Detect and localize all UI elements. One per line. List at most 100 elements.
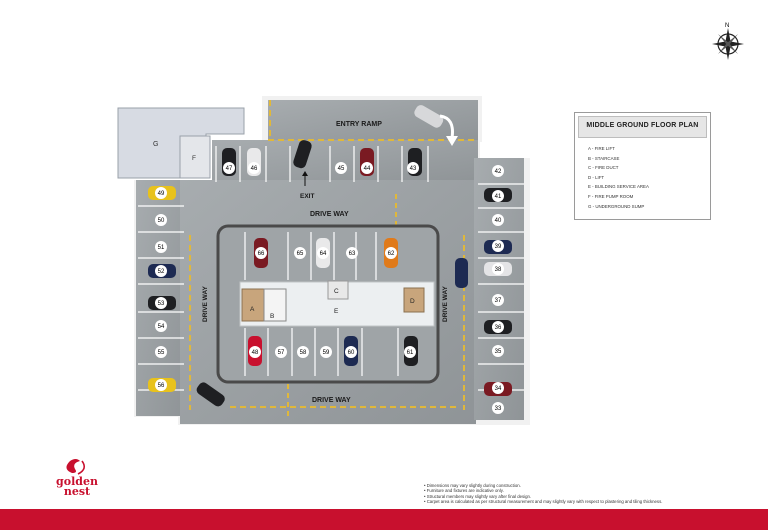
svg-text:45: 45: [338, 166, 345, 172]
svg-text:35: 35: [495, 349, 502, 355]
note-item: • Structural members may slightly vary a…: [424, 493, 532, 499]
slot-53: 53: [155, 297, 167, 309]
svg-text:49: 49: [158, 191, 165, 197]
svg-text:66: 66: [258, 251, 265, 257]
svg-text:52: 52: [158, 269, 165, 275]
central-island: A B C D E: [216, 224, 440, 384]
legend-item: F - FIRE PUMP ROOM: [588, 193, 634, 199]
room-label-b: B: [270, 313, 274, 320]
slot-54: 54: [155, 320, 167, 332]
logo-text: golden nest: [42, 475, 112, 497]
legend-item: E - BUILDING SERVICE AREA: [588, 184, 649, 190]
lift-d: [403, 287, 425, 313]
slot-34: 34: [492, 382, 504, 394]
room-label-e: E: [334, 308, 339, 315]
slot-63: 63: [346, 247, 358, 259]
compass-icon: N: [712, 23, 744, 60]
car-driveway: [196, 382, 225, 407]
label-drive-way-top: DRIVE WAY: [310, 211, 349, 218]
slot-42: 42: [492, 165, 504, 177]
slot-51: 51: [155, 241, 167, 253]
svg-text:38: 38: [495, 267, 502, 273]
label-entry-ramp: ENTRY RAMP: [336, 121, 382, 128]
legend-panel: MIDDLE GROUND FLOOR PLAN A - FIRE LIFT B…: [574, 112, 711, 220]
svg-text:53: 53: [158, 301, 165, 307]
svg-text:37: 37: [495, 298, 502, 304]
fire-duct-c: [327, 280, 349, 300]
footer-bar: [0, 509, 768, 530]
slot-36: 36: [492, 321, 504, 333]
svg-text:42: 42: [495, 169, 502, 175]
slot-66: 66: [255, 247, 267, 259]
golden-nest-logo: golden nest: [42, 455, 112, 511]
slot-46: 46: [248, 162, 260, 174]
note-item: • Carpet area is calculated as per struc…: [424, 498, 663, 504]
slot-65: 65: [294, 247, 306, 259]
fire-lift-a: [241, 288, 265, 322]
slot-57: 57: [275, 346, 287, 358]
svg-text:57: 57: [278, 350, 285, 356]
slot-40: 40: [492, 214, 504, 226]
svg-text:36: 36: [495, 325, 502, 331]
slot-62: 62: [385, 247, 397, 259]
slot-45: 45: [335, 162, 347, 174]
staircase-b: [263, 288, 287, 322]
svg-text:55: 55: [158, 350, 165, 356]
slot-41: 41: [492, 190, 504, 202]
legend-item: G - UNDERGROUND SUMP: [588, 203, 645, 209]
svg-text:62: 62: [388, 251, 395, 257]
logo-line-1: golden: [56, 475, 98, 488]
svg-text:46: 46: [251, 166, 258, 172]
slot-64: 64: [317, 247, 329, 259]
svg-text:33: 33: [495, 406, 502, 412]
legend-item: D - LIFT: [588, 174, 605, 180]
svg-text:39: 39: [495, 244, 502, 250]
slot-38: 38: [492, 263, 504, 275]
slot-60: 60: [345, 346, 357, 358]
room-label-c: C: [334, 288, 339, 295]
top-bays: [215, 146, 429, 182]
label-drive-way-right: DRIVE WAY: [442, 285, 449, 322]
slot-39: 39: [492, 240, 504, 252]
svg-text:60: 60: [348, 350, 355, 356]
note-item: • Dimensions may vary slightly during co…: [424, 483, 521, 488]
legend-list: A - FIRE LIFT B - STAIRCASE C - FIRE DUC…: [588, 144, 710, 211]
room-label-d: D: [410, 298, 415, 305]
label-exit: EXIT: [300, 193, 314, 200]
direction-arrows: [302, 114, 458, 186]
slot-35: 35: [492, 345, 504, 357]
room-label-f: F: [192, 155, 196, 162]
pump-room-f: F: [179, 135, 211, 179]
svg-text:44: 44: [364, 166, 371, 172]
svg-text:40: 40: [495, 218, 502, 224]
svg-text:65: 65: [297, 251, 304, 257]
slot-61: 61: [404, 346, 416, 358]
svg-text:63: 63: [349, 251, 356, 257]
label-drive-way-bottom: DRIVE WAY: [312, 397, 351, 404]
logo-mark-icon: [66, 459, 86, 475]
slot-58: 58: [297, 346, 309, 358]
room-label-g: G: [153, 141, 158, 148]
svg-text:34: 34: [495, 386, 502, 392]
slot-49: 49: [155, 187, 167, 199]
slot-47: 47: [223, 162, 235, 174]
slot-55: 55: [155, 346, 167, 358]
legend-item: A - FIRE LIFT: [588, 146, 615, 151]
svg-text:48: 48: [252, 350, 259, 356]
slot-56: 56: [155, 379, 167, 391]
compass: N: [706, 20, 750, 64]
slot-48: 48: [249, 346, 261, 358]
label-drive-way-left: DRIVE WAY: [202, 285, 209, 322]
slot-59: 59: [320, 346, 332, 358]
car-ramp-dark: [293, 140, 312, 169]
svg-text:54: 54: [158, 324, 165, 330]
svg-text:64: 64: [320, 251, 327, 257]
slot-33: 33: [492, 402, 504, 414]
compass-north-label: N: [725, 23, 729, 29]
slot-44: 44: [361, 162, 373, 174]
room-label-a: A: [250, 306, 255, 313]
svg-text:51: 51: [158, 245, 165, 251]
svg-text:58: 58: [300, 350, 307, 356]
car-driveway-right: [455, 258, 468, 288]
slot-52: 52: [155, 265, 167, 277]
